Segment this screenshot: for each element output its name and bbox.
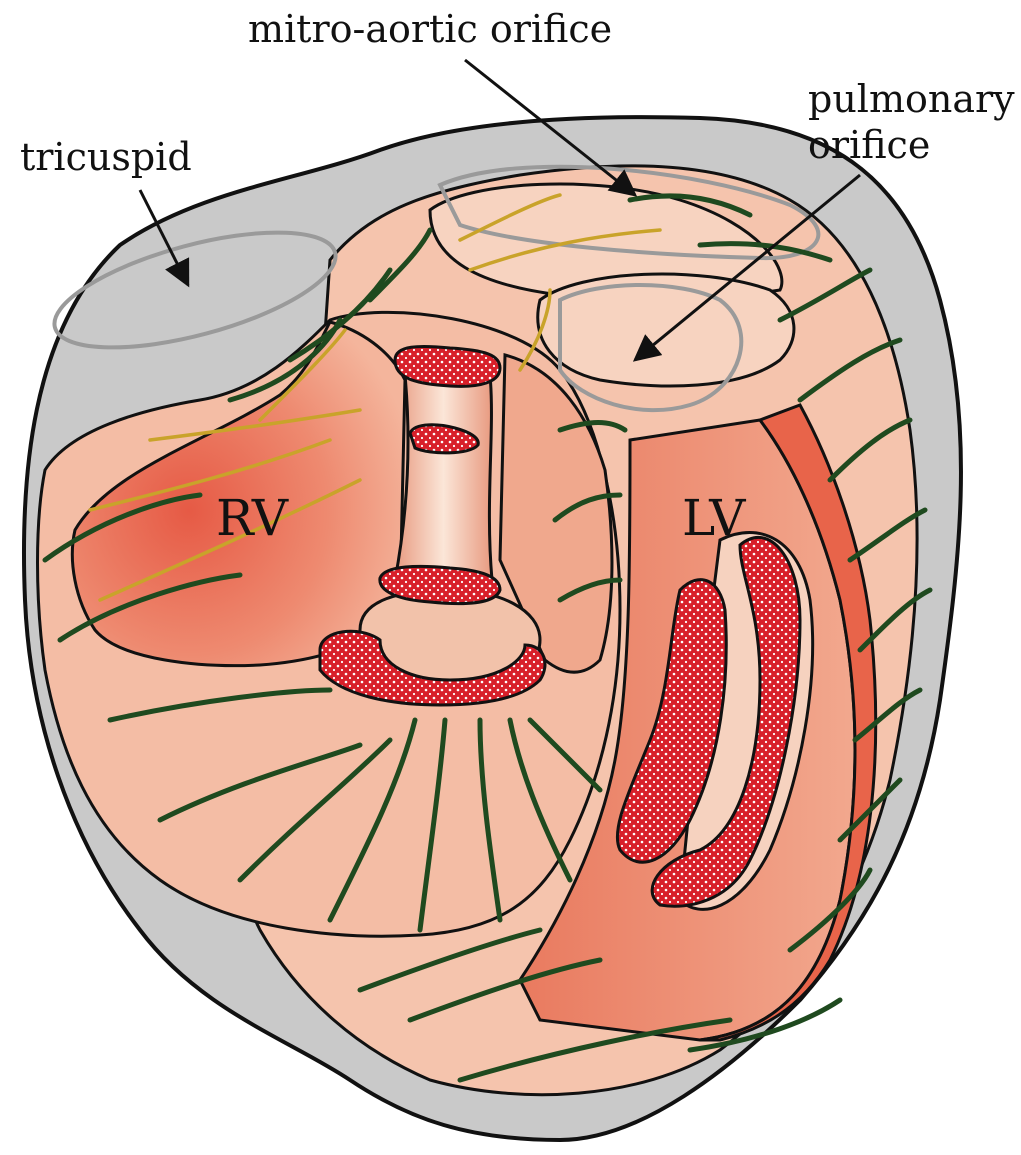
label-pulmonary-line2: orifice — [808, 123, 930, 167]
papillary-column — [395, 375, 492, 580]
label-lv: LV — [682, 489, 746, 547]
label-pulmonary-line1: pulmonary — [808, 77, 1015, 121]
label-tricuspid: tricuspid — [20, 135, 192, 179]
label-rv: RV — [216, 489, 289, 547]
pulmonary-orifice-region — [538, 274, 794, 386]
label-mitro-aortic-orifice: mitro-aortic orifice — [248, 7, 612, 51]
papillary-lower-cut — [380, 566, 500, 603]
papillary-top-cut — [395, 346, 500, 386]
